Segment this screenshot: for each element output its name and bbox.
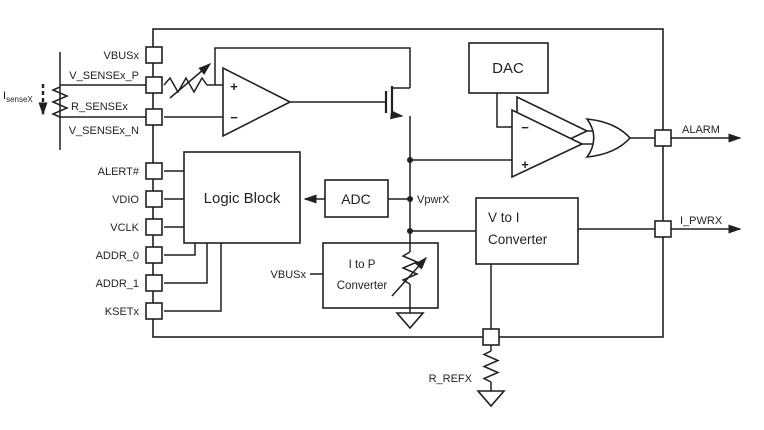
or-gate-symbol — [585, 118, 632, 158]
addr0-wire — [164, 243, 196, 256]
junction-dot — [407, 196, 413, 202]
alarm-output-label: ALARM — [682, 124, 720, 136]
pin-alarm — [654, 129, 672, 147]
pin-rref — [482, 328, 500, 346]
v-to-i-converter-block — [475, 197, 579, 265]
pin-addr1 — [145, 274, 163, 292]
v-to-i-label-line1: V to I — [488, 210, 520, 225]
logic-pin-wires — [164, 170, 222, 312]
junction-dot — [407, 228, 413, 234]
dac-label: DAC — [492, 60, 524, 77]
pin-label-vclk: VCLK — [110, 222, 139, 234]
vbusx-source-label: VBUSx — [271, 269, 307, 281]
pin-label-alert: ALERT# — [98, 166, 140, 178]
i-to-p-label-line2: Converter — [337, 280, 388, 292]
input-variable-resistor — [163, 76, 208, 94]
pin-label-addr1: ADDR_1 — [96, 278, 139, 290]
rref-ground-symbol — [476, 390, 506, 408]
comparator-minus-sign: − — [521, 120, 529, 135]
isense-label: IsenseX — [3, 90, 33, 104]
i-to-p-converter-block — [322, 242, 439, 309]
input-variable-resistor-arrow — [169, 63, 212, 99]
pin-label-addr0: ADDR_0 — [96, 250, 139, 262]
pin-vsense-n — [145, 108, 163, 126]
rref-resistor-symbol — [482, 350, 500, 383]
ipwrx-output-label: I_PWRX — [680, 215, 723, 227]
opamp-minus-sign: − — [230, 110, 238, 125]
addr1-wire — [164, 243, 208, 284]
comparator-plus-sign: + — [521, 157, 529, 172]
opamp-symbol — [222, 66, 292, 138]
dac-block — [468, 42, 549, 94]
pin-label-vsense-n: V_SENSEx_N — [69, 125, 139, 137]
pin-addr0 — [145, 246, 163, 264]
pin-label-ksetx: KSETx — [105, 306, 140, 318]
pin-alert — [145, 162, 163, 180]
comparator-front-symbol — [511, 108, 584, 179]
feedback-rail — [214, 47, 411, 88]
logic-block-label: Logic Block — [204, 190, 281, 207]
vpwrx-net-label: VpwrX — [417, 194, 450, 206]
external-sense-circuit — [38, 52, 154, 150]
pin-vdio — [145, 190, 163, 208]
mosfet-symbol — [384, 86, 410, 120]
i-to-p-variable-resistor — [401, 251, 419, 285]
isense-label-sub: senseX — [6, 95, 33, 104]
i-to-p-label-line1: I to P — [349, 259, 376, 271]
mosfet-source-arrow — [390, 110, 404, 120]
pin-ksetx — [145, 302, 163, 320]
pin-vbusx — [145, 46, 163, 64]
logic-block — [183, 151, 301, 244]
adc-block — [324, 179, 389, 218]
pin-label-vdio: VDIO — [112, 194, 139, 206]
ksetx-wire — [164, 243, 222, 312]
rref-label: R_REFX — [429, 373, 473, 385]
sense-resistor-symbol — [51, 86, 69, 118]
v-to-i-label-line2: Converter — [488, 232, 548, 247]
i-to-p-ground-symbol — [395, 312, 425, 330]
junction-dot — [407, 157, 413, 163]
pin-vclk — [145, 218, 163, 236]
pin-label-vsense-p: V_SENSEx_P — [69, 70, 139, 82]
rsense-label: R_SENSEx — [71, 101, 128, 113]
pin-label-vbusx: VBUSx — [104, 50, 140, 62]
dac-output-wire — [496, 93, 512, 128]
i-to-p-variable-resistor-arrow — [391, 256, 428, 297]
pin-vsense-p — [145, 76, 163, 94]
opamp-plus-sign: + — [230, 79, 238, 94]
pin-ipwrx — [654, 220, 672, 238]
pin-boxes — [145, 46, 672, 346]
isense-label-main: I — [3, 90, 6, 102]
adc-label: ADC — [341, 191, 371, 207]
